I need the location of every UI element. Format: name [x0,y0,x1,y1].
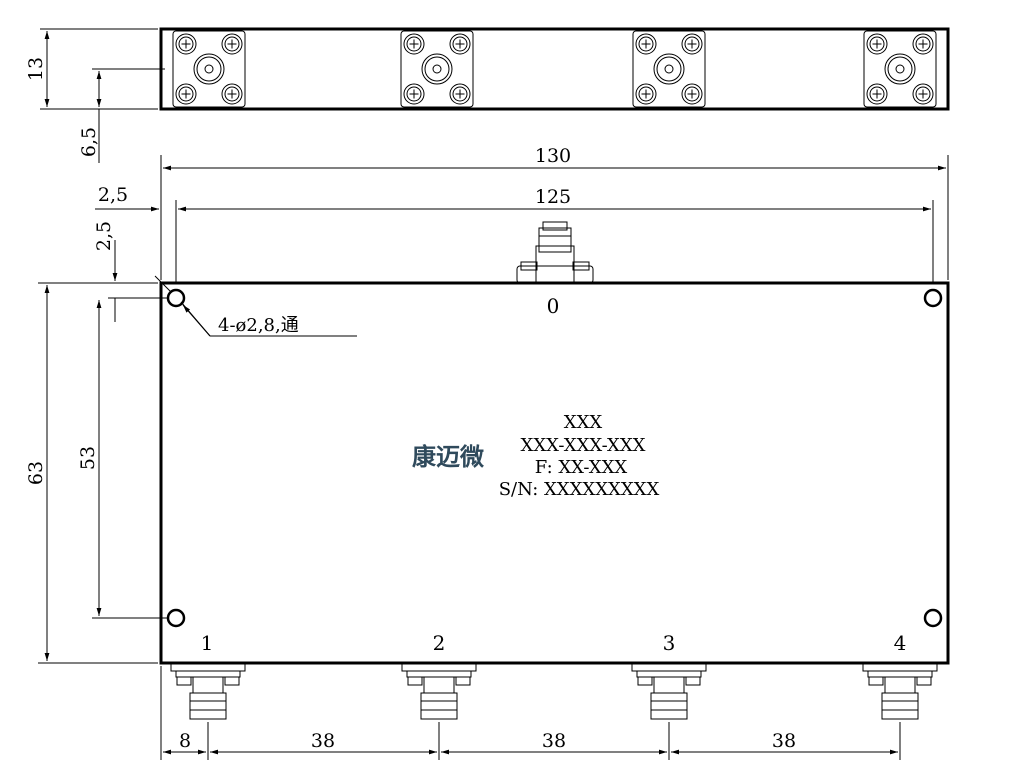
top-view: 13 6,5 [25,27,950,163]
mounting-hole-tr [923,288,943,308]
dim-hole-offset-x-text: 2,5 [98,184,128,206]
top-connector-4 [864,31,936,107]
dim-pitch-1-text: 38 [311,730,335,752]
output-connector-2 [401,662,477,720]
output-connector-3 [631,662,707,720]
dim-hole-offset-y-text: 2,5 [93,221,115,251]
dim-hole-spacing-53-text: 53 [77,446,99,470]
top-connector-3 [633,31,705,107]
dim-height-63-text: 63 [25,461,47,485]
label-line-2: XXX-XXX-XXX [521,435,646,456]
dim-width-130-text: 130 [535,145,571,167]
dim-center-6-5-text: 6,5 [78,127,100,157]
dim-height-13-text: 13 [25,57,47,81]
dim-pitch-3-text: 38 [772,730,796,752]
input-connector [516,221,594,284]
dim-pitch-2-text: 38 [542,730,566,752]
port-label-input: 0 [547,294,560,318]
brand-logo: 康迈微 [412,443,484,471]
port-label-3: 3 [663,631,676,655]
dim-first-port-text: 8 [179,730,191,752]
label-line-1: XXX [564,412,603,433]
dim-hole-spacing-125-text: 125 [535,186,571,208]
mounting-hole-bl [166,608,186,628]
mounting-hole-tl [166,288,186,308]
mounting-hole-br [923,608,943,628]
hole-callout: 4-ø2,8,通 [218,315,299,336]
port-label-2: 2 [433,631,446,655]
output-connector-1 [170,662,246,720]
top-connector-1 [173,31,245,107]
top-connector-2 [401,31,473,107]
port-label-1: 1 [201,631,214,655]
label-line-3: F: XX-XXX [535,457,628,478]
top-view-outline [159,27,950,111]
port-label-4: 4 [894,631,907,655]
front-view: 130 125 2,5 2,5 [25,145,950,760]
label-line-4: S/N: XXXXXXXXX [499,479,660,500]
output-connector-4 [862,662,938,720]
